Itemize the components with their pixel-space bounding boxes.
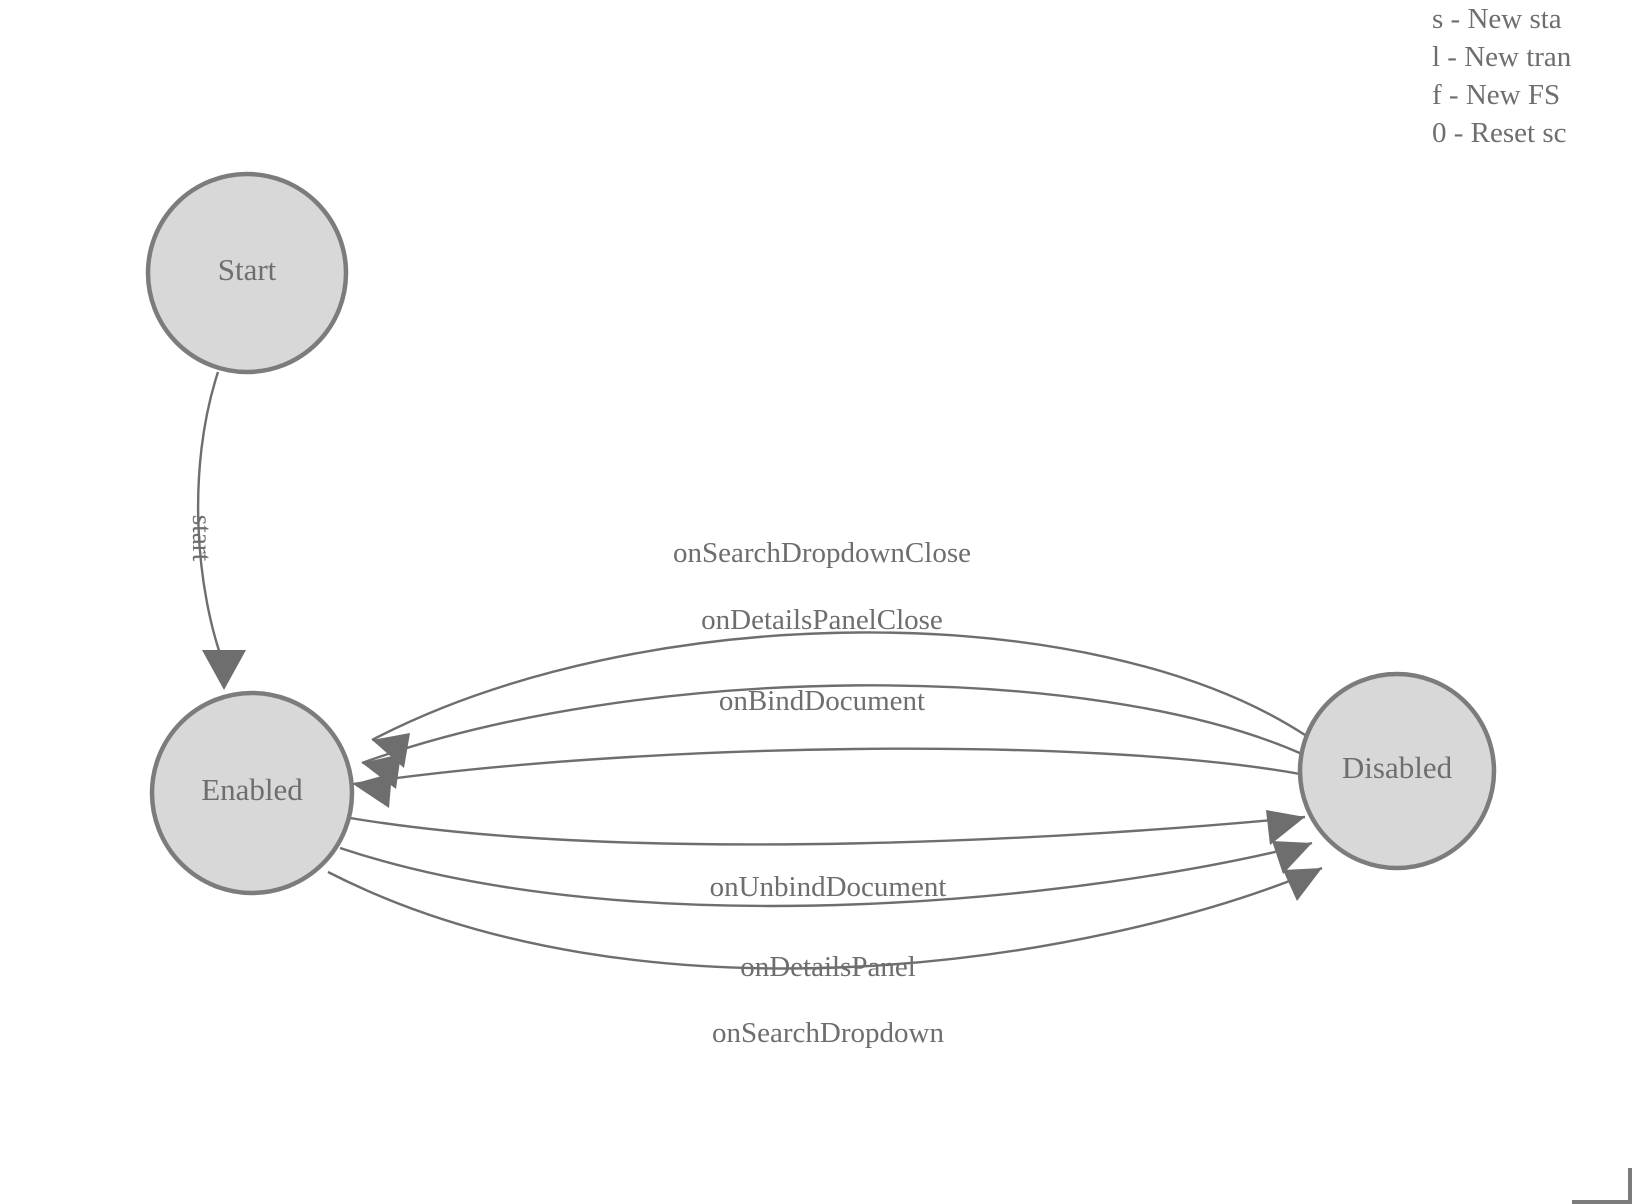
state-node-start[interactable]: Start [145,171,349,375]
edge-label-on-unbind-document: onUnbindDocument [710,871,947,903]
state-label-start: Start [218,252,277,287]
arrowhead-icon [1272,841,1312,874]
state-node-enabled[interactable]: Enabled [149,690,355,896]
edge-label-on-details-panel-close: onDetailsPanelClose [701,604,943,636]
arrowhead-icon [353,773,392,808]
viewport-corner-frame [1572,1168,1632,1204]
edge-start[interactable] [196,371,246,690]
edge-label-on-bind-document: onBindDocument [719,685,925,717]
edge-on-details-panel[interactable] [339,841,1313,908]
state-node-disabled[interactable]: Disabled [1297,671,1497,871]
arrowhead-icon [1266,810,1305,845]
edge-on-search-dropdown[interactable] [327,866,1323,970]
edge-on-search-dropdown-close[interactable] [371,631,1306,768]
arrowhead-icon [1283,868,1322,901]
edge-label-start: start [187,515,217,562]
state-label-disabled: Disabled [1342,750,1453,785]
arrowhead-icon [372,733,410,768]
edge-label-on-search-dropdown: onSearchDropdown [712,1017,944,1049]
edge-on-unbind-document[interactable] [349,810,1306,846]
edge-on-bind-document[interactable] [352,747,1301,808]
state-label-enabled: Enabled [201,772,303,807]
arrowhead-icon [202,650,246,690]
edge-label-on-details-panel: onDetailsPanel [740,951,916,983]
edge-label-on-search-dropdown-close: onSearchDropdownClose [673,537,971,569]
